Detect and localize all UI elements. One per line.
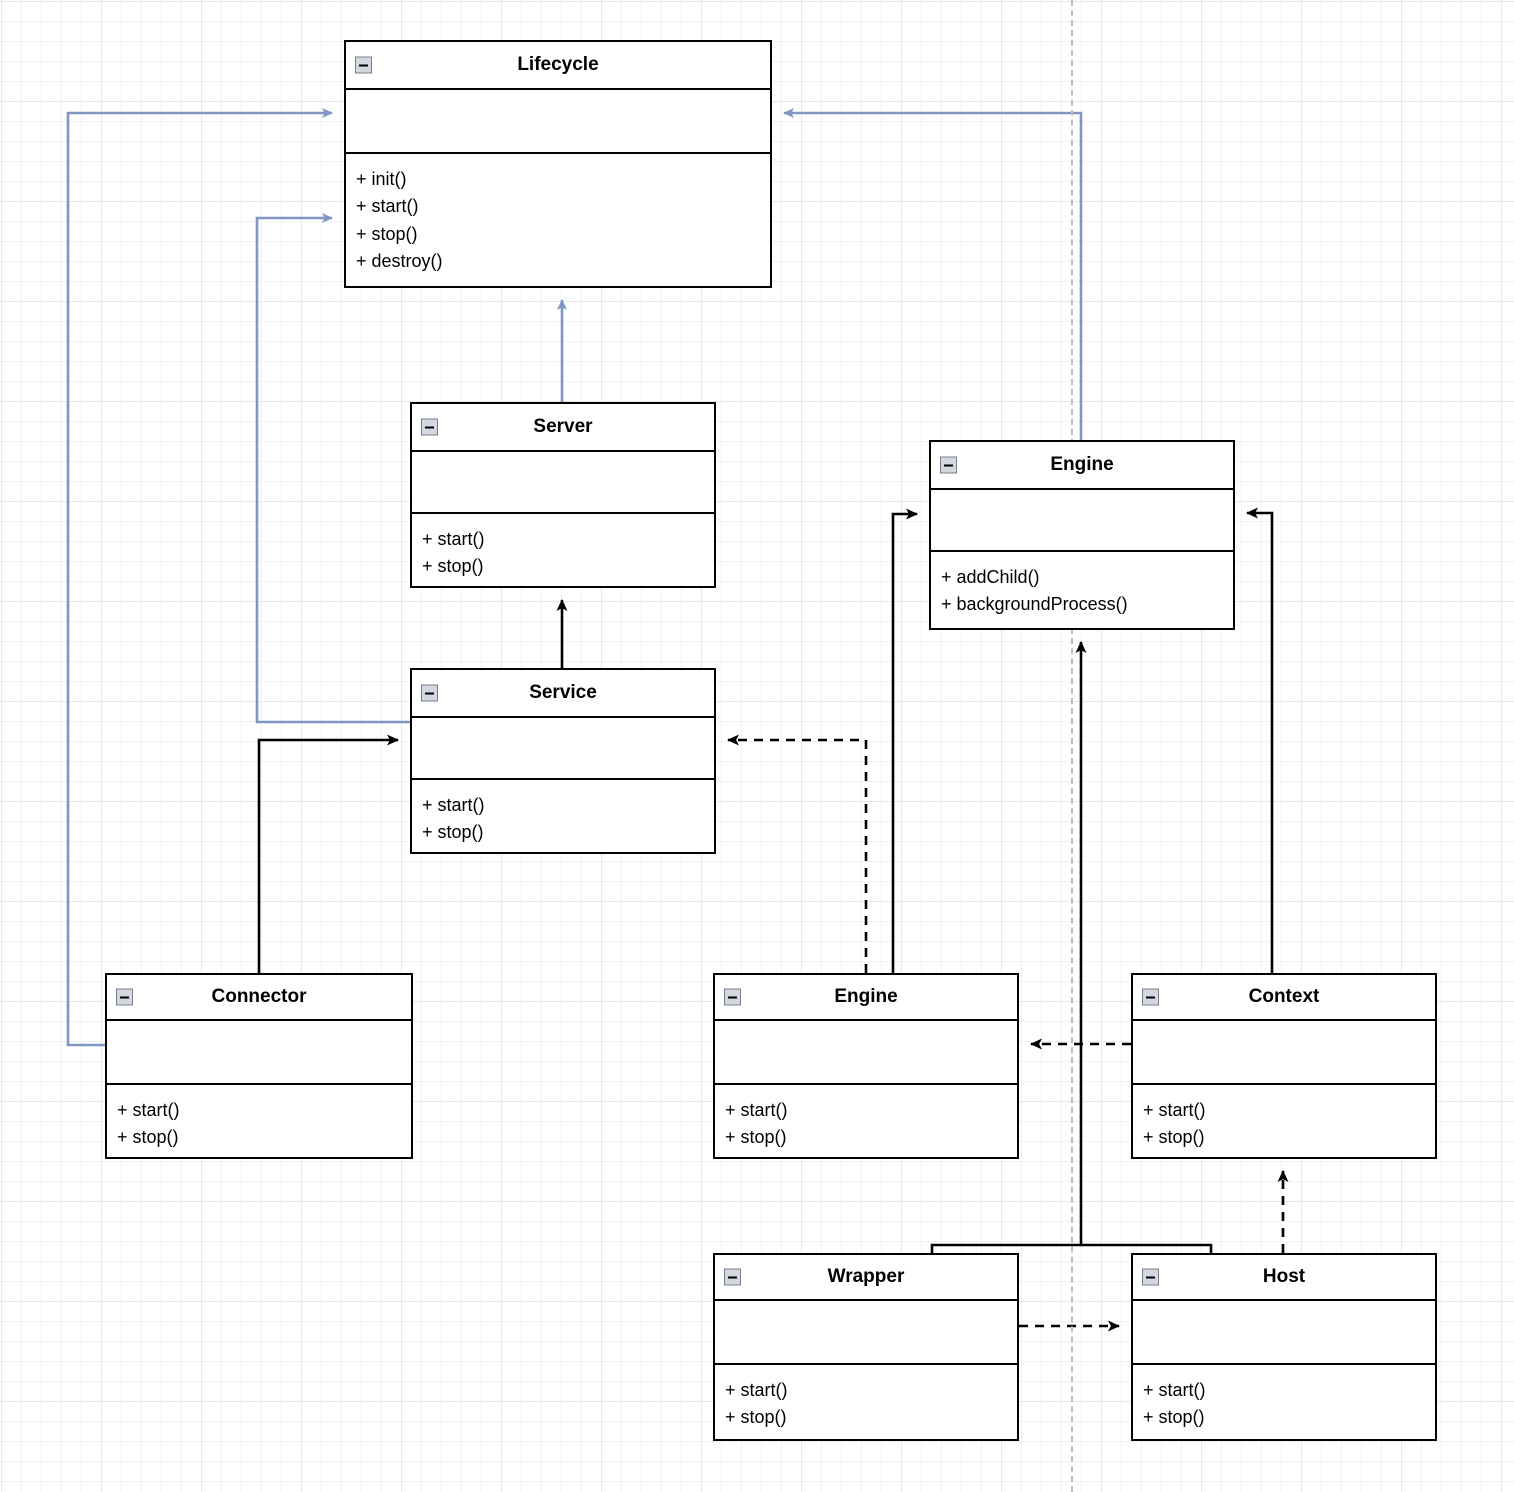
operation-item: + stop(): [725, 1127, 787, 1148]
collapse-minus-icon[interactable]: [724, 1268, 741, 1286]
class-title-engine-bottom: Engine: [834, 986, 898, 1007]
class-box-wrapper[interactable]: Wrapper + start() + stop(): [713, 1253, 1019, 1441]
edge-enginebottom-to-enginetop: [891, 508, 918, 973]
edge-enginetop-to-lifecycle: [783, 108, 1083, 440]
class-attributes-wrapper: [715, 1301, 1017, 1365]
collapse-minus-icon[interactable]: [355, 56, 372, 74]
class-header-server: Server: [412, 404, 714, 452]
operation-item: + start(): [422, 529, 485, 549]
edge-context-to-enginetop: [1246, 507, 1274, 973]
class-operations-engine-bottom: + start() + stop(): [715, 1085, 1017, 1158]
collapse-minus-icon[interactable]: [940, 456, 957, 474]
edge-enginebottom-to-service: [727, 734, 868, 973]
class-attributes-lifecycle: [346, 90, 770, 154]
class-title-server: Server: [533, 416, 593, 437]
operation-item: + destroy(): [356, 251, 443, 272]
collapse-minus-icon[interactable]: [421, 684, 438, 702]
class-title-host: Host: [1262, 1266, 1306, 1287]
operation-item: + backgroundProcess(): [941, 594, 1128, 615]
operation-item: + start(): [117, 1100, 180, 1120]
class-title-connector: Connector: [211, 986, 307, 1007]
operation-item: + start(): [422, 795, 485, 815]
class-operations-wrapper: + start() + stop(): [715, 1365, 1017, 1438]
class-operations-service: + start() + stop(): [412, 780, 714, 853]
vertical-guide-line: [1071, 0, 1073, 1492]
operation-item: + stop(): [117, 1127, 179, 1148]
class-title-engine-top: Engine: [1050, 454, 1114, 475]
edge-connector-to-service: [257, 734, 399, 973]
edge-connector-to-lifecycle: [66, 108, 333, 1047]
operation-item: + stop(): [1143, 1127, 1205, 1148]
collapse-minus-icon[interactable]: [116, 988, 133, 1006]
edge-service-to-lifecycle: [255, 213, 410, 724]
class-operations-host: + start() + stop(): [1133, 1365, 1435, 1438]
class-header-engine-top: Engine: [931, 442, 1233, 490]
class-operations-lifecycle: + init() + start() + stop() + destroy(): [346, 154, 770, 281]
class-operations-connector: + start() + stop(): [107, 1085, 411, 1158]
class-box-engine-bottom[interactable]: Engine + start() + stop(): [713, 973, 1019, 1159]
class-header-context: Context: [1133, 975, 1435, 1021]
class-title-context: Context: [1248, 986, 1320, 1007]
operation-item: + init(): [356, 169, 407, 189]
class-box-context[interactable]: Context + start() + stop(): [1131, 973, 1437, 1159]
operation-item: + stop(): [356, 223, 418, 244]
class-attributes-host: [1133, 1301, 1435, 1365]
class-header-wrapper: Wrapper: [715, 1255, 1017, 1301]
class-header-service: Service: [412, 670, 714, 718]
class-header-host: Host: [1133, 1255, 1435, 1301]
operation-item: + stop(): [422, 556, 484, 577]
collapse-minus-icon[interactable]: [1142, 988, 1159, 1006]
class-attributes-engine-bottom: [715, 1021, 1017, 1085]
collapse-minus-icon[interactable]: [1142, 1268, 1159, 1286]
class-title-wrapper: Wrapper: [827, 1266, 905, 1287]
operation-item: + start(): [356, 196, 419, 217]
class-title-service: Service: [529, 682, 597, 703]
class-header-engine-bottom: Engine: [715, 975, 1017, 1021]
class-box-server[interactable]: Server + start() + stop(): [410, 402, 716, 588]
operation-item: + start(): [1143, 1380, 1206, 1400]
operation-item: + stop(): [1143, 1407, 1205, 1428]
operation-item: + start(): [725, 1380, 788, 1400]
class-box-connector[interactable]: Connector + start() + stop(): [105, 973, 413, 1159]
class-box-lifecycle[interactable]: Lifecycle + init() + start() + stop() + …: [344, 40, 772, 288]
collapse-minus-icon[interactable]: [421, 418, 438, 436]
operation-item: + addChild(): [941, 567, 1040, 587]
class-box-host[interactable]: Host + start() + stop(): [1131, 1253, 1437, 1441]
operation-item: + stop(): [725, 1407, 787, 1428]
operation-item: + start(): [725, 1100, 788, 1120]
collapse-minus-icon[interactable]: [724, 988, 741, 1006]
class-attributes-engine-top: [931, 490, 1233, 552]
class-attributes-context: [1133, 1021, 1435, 1085]
class-title-lifecycle: Lifecycle: [517, 54, 599, 75]
class-header-lifecycle: Lifecycle: [346, 42, 770, 90]
class-header-connector: Connector: [107, 975, 411, 1021]
class-operations-context: + start() + stop(): [1133, 1085, 1435, 1158]
class-box-service[interactable]: Service + start() + stop(): [410, 668, 716, 854]
class-attributes-server: [412, 452, 714, 514]
operation-item: + start(): [1143, 1100, 1206, 1120]
class-operations-engine-top: + addChild() + backgroundProcess(): [931, 552, 1233, 625]
class-attributes-service: [412, 718, 714, 780]
class-box-engine-top[interactable]: Engine + addChild() + backgroundProcess(…: [929, 440, 1235, 630]
operation-item: + stop(): [422, 822, 484, 843]
class-operations-server: + start() + stop(): [412, 514, 714, 587]
class-attributes-connector: [107, 1021, 411, 1085]
